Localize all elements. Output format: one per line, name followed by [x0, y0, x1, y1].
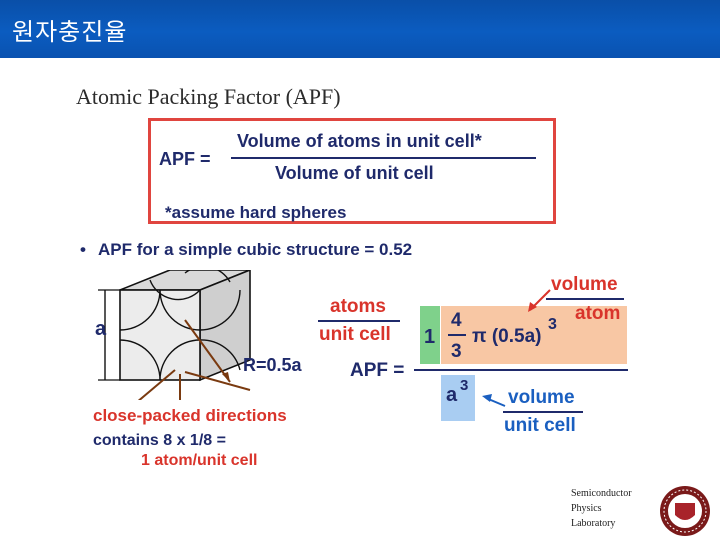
- frac-three: 3: [451, 341, 462, 362]
- radius-label: R=0.5a: [243, 355, 302, 375]
- atom-label: atom: [575, 303, 621, 324]
- volume-atom-line: [546, 298, 624, 300]
- volume-unit-cell-line: [503, 411, 583, 413]
- footer-line-1: Semiconductor: [571, 488, 632, 499]
- unit-cell-label: unit cell: [319, 324, 391, 345]
- a-cubed-exponent: 3: [460, 377, 469, 394]
- contains-line-1: contains 8 x 1/8 =: [93, 432, 226, 449]
- footer-line-2: Physics: [571, 503, 602, 514]
- cell-volume-highlight: [441, 375, 475, 421]
- four-thirds-line: [448, 334, 466, 336]
- footer-line-3: Laboratory: [571, 518, 616, 529]
- edge-label: a: [95, 318, 107, 340]
- title-bar: 원자충진율: [0, 0, 720, 58]
- definition-note: *assume hard spheres: [165, 203, 347, 222]
- atoms-label: atoms: [330, 296, 386, 317]
- atom-count-value: 1: [424, 326, 436, 348]
- apf-fraction-line: [414, 369, 628, 371]
- atom-volume-highlight: [441, 306, 627, 364]
- definition-box: APF = Volume of atoms in unit cell* Volu…: [148, 118, 556, 224]
- volume-top-label: volume: [551, 274, 618, 295]
- pi-term-exponent: 3: [548, 316, 557, 333]
- apf-label: APF =: [350, 360, 405, 381]
- university-seal-logo: [660, 486, 710, 536]
- atom-count-highlight: [420, 306, 440, 364]
- simple-cubic-cell-diagram: [98, 270, 251, 400]
- apf-heading: Atomic Packing Factor (APF): [76, 84, 341, 109]
- bullet-text: APF for a simple cubic structure = 0.52: [98, 240, 413, 259]
- unit-cell-bottom-label: unit cell: [504, 415, 576, 436]
- contains-line-2: 1 atom/unit cell: [141, 452, 258, 469]
- lab-footer: Semiconductor Physics Laboratory: [571, 486, 632, 531]
- pi-term: π (0.5a): [472, 326, 542, 347]
- slide-title: 원자충진율: [12, 18, 128, 46]
- definition-fraction-line: [231, 157, 536, 159]
- equation-arrows: [482, 289, 551, 407]
- definition-apf-label: APF =: [159, 149, 211, 169]
- frac-four: 4: [451, 310, 462, 331]
- bullet-marker: •: [80, 240, 86, 259]
- definition-numerator: Volume of atoms in unit cell*: [237, 131, 482, 151]
- a-cubed-base: a: [446, 384, 458, 406]
- definition-denominator: Volume of unit cell: [275, 163, 434, 183]
- close-packed-directions-label: close-packed directions: [93, 406, 287, 425]
- atoms-unit-line: [318, 320, 400, 322]
- volume-bottom-label: volume: [508, 387, 575, 408]
